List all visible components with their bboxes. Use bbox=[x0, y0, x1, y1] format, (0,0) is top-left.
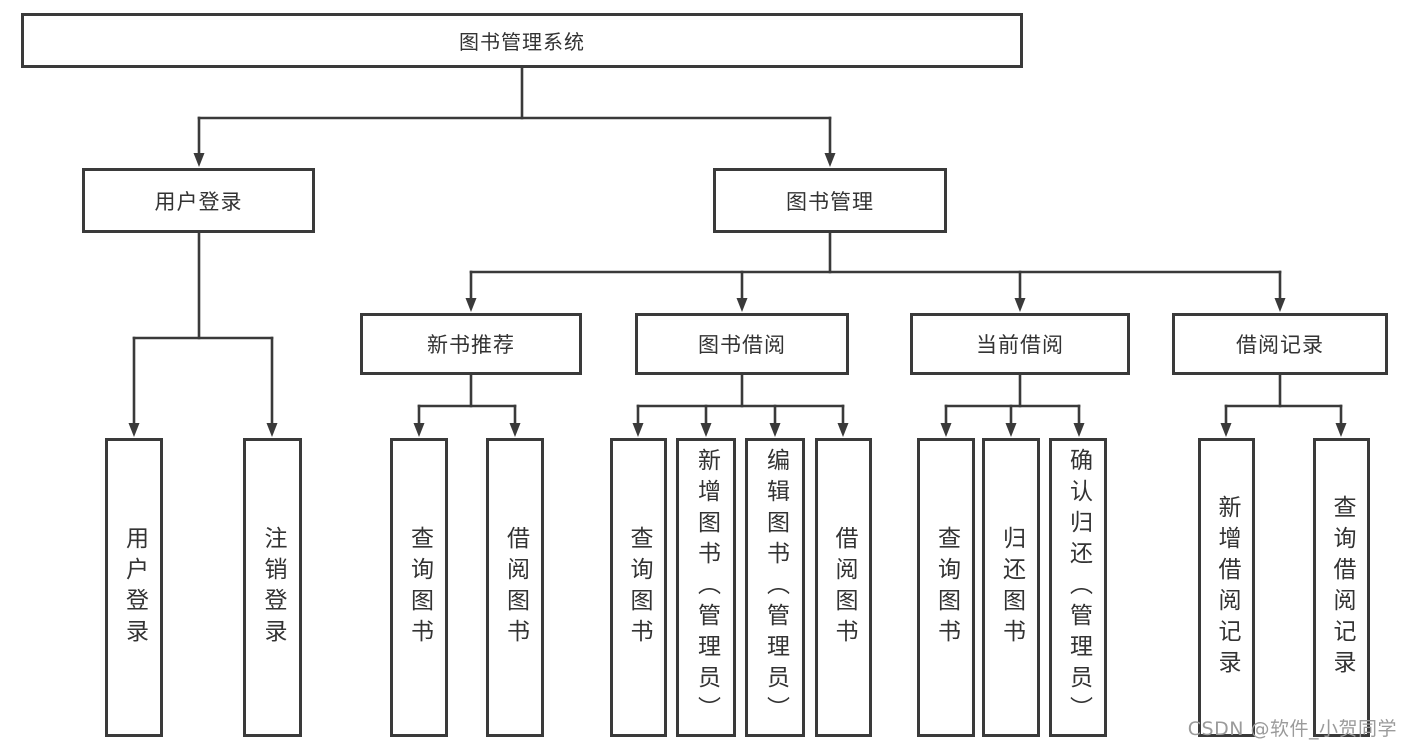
leaf-user-login-label: 用户登录 bbox=[121, 525, 148, 650]
leaf-br-add-record: 新增借阅记录 bbox=[1198, 438, 1255, 737]
node-borrow-records-label: 借阅记录 bbox=[1236, 333, 1324, 357]
leaf-bb-query-books-label: 查询图书 bbox=[626, 525, 652, 650]
leaf-br-add-record-label: 新增借阅记录 bbox=[1214, 494, 1240, 681]
leaf-bb-add-books-admin: 新增图书（管理员） bbox=[676, 438, 736, 737]
leaf-logout-label: 注销登录 bbox=[260, 525, 286, 650]
leaf-br-query-record-label: 查询借阅记录 bbox=[1329, 494, 1355, 681]
leaf-bb-add-books-admin-label: 新增图书（管理员） bbox=[693, 448, 720, 727]
node-user-login-label: 用户登录 bbox=[154, 189, 243, 214]
leaf-nb-query-books: 查询图书 bbox=[390, 438, 448, 737]
leaf-user-login: 用户登录 bbox=[105, 438, 163, 737]
leaf-nb-borrow-books: 借阅图书 bbox=[486, 438, 544, 737]
node-current-borrow: 当前借阅 bbox=[910, 313, 1130, 375]
node-book-borrow-label: 图书借阅 bbox=[698, 333, 786, 357]
node-book-management: 图书管理 bbox=[713, 168, 947, 233]
leaf-bb-edit-books-admin-label: 编辑图书（管理员） bbox=[762, 448, 789, 727]
csdn-watermark: CSDN @软件_小贺同学 bbox=[1187, 718, 1397, 740]
leaf-nb-borrow-books-label: 借阅图书 bbox=[502, 525, 529, 650]
leaf-bb-edit-books-admin: 编辑图书（管理员） bbox=[745, 438, 805, 737]
leaf-cb-query-books-label: 查询图书 bbox=[933, 525, 960, 650]
leaf-cb-return-books-label: 归还图书 bbox=[998, 525, 1025, 650]
leaf-nb-query-books-label: 查询图书 bbox=[406, 525, 433, 650]
leaf-logout: 注销登录 bbox=[243, 438, 302, 737]
leaf-cb-confirm-return-admin-label: 确认归还（管理员） bbox=[1065, 448, 1092, 727]
node-book-borrow: 图书借阅 bbox=[635, 313, 849, 375]
leaf-bb-borrow-books-label: 借阅图书 bbox=[831, 525, 857, 650]
leaf-bb-query-books: 查询图书 bbox=[610, 438, 667, 737]
node-root-system: 图书管理系统 bbox=[21, 13, 1023, 68]
leaf-bb-borrow-books: 借阅图书 bbox=[815, 438, 872, 737]
leaf-cb-return-books: 归还图书 bbox=[982, 438, 1040, 737]
node-new-book-recommend-label: 新书推荐 bbox=[427, 333, 515, 357]
leaf-cb-query-books: 查询图书 bbox=[917, 438, 975, 737]
node-book-management-label: 图书管理 bbox=[786, 189, 874, 214]
node-new-book-recommend: 新书推荐 bbox=[360, 313, 582, 375]
leaf-br-query-record: 查询借阅记录 bbox=[1313, 438, 1370, 737]
node-current-borrow-label: 当前借阅 bbox=[976, 333, 1064, 357]
node-user-login: 用户登录 bbox=[82, 168, 315, 233]
leaf-cb-confirm-return-admin: 确认归还（管理员） bbox=[1049, 438, 1107, 737]
node-borrow-records: 借阅记录 bbox=[1172, 313, 1388, 375]
node-root-label: 图书管理系统 bbox=[459, 30, 585, 54]
